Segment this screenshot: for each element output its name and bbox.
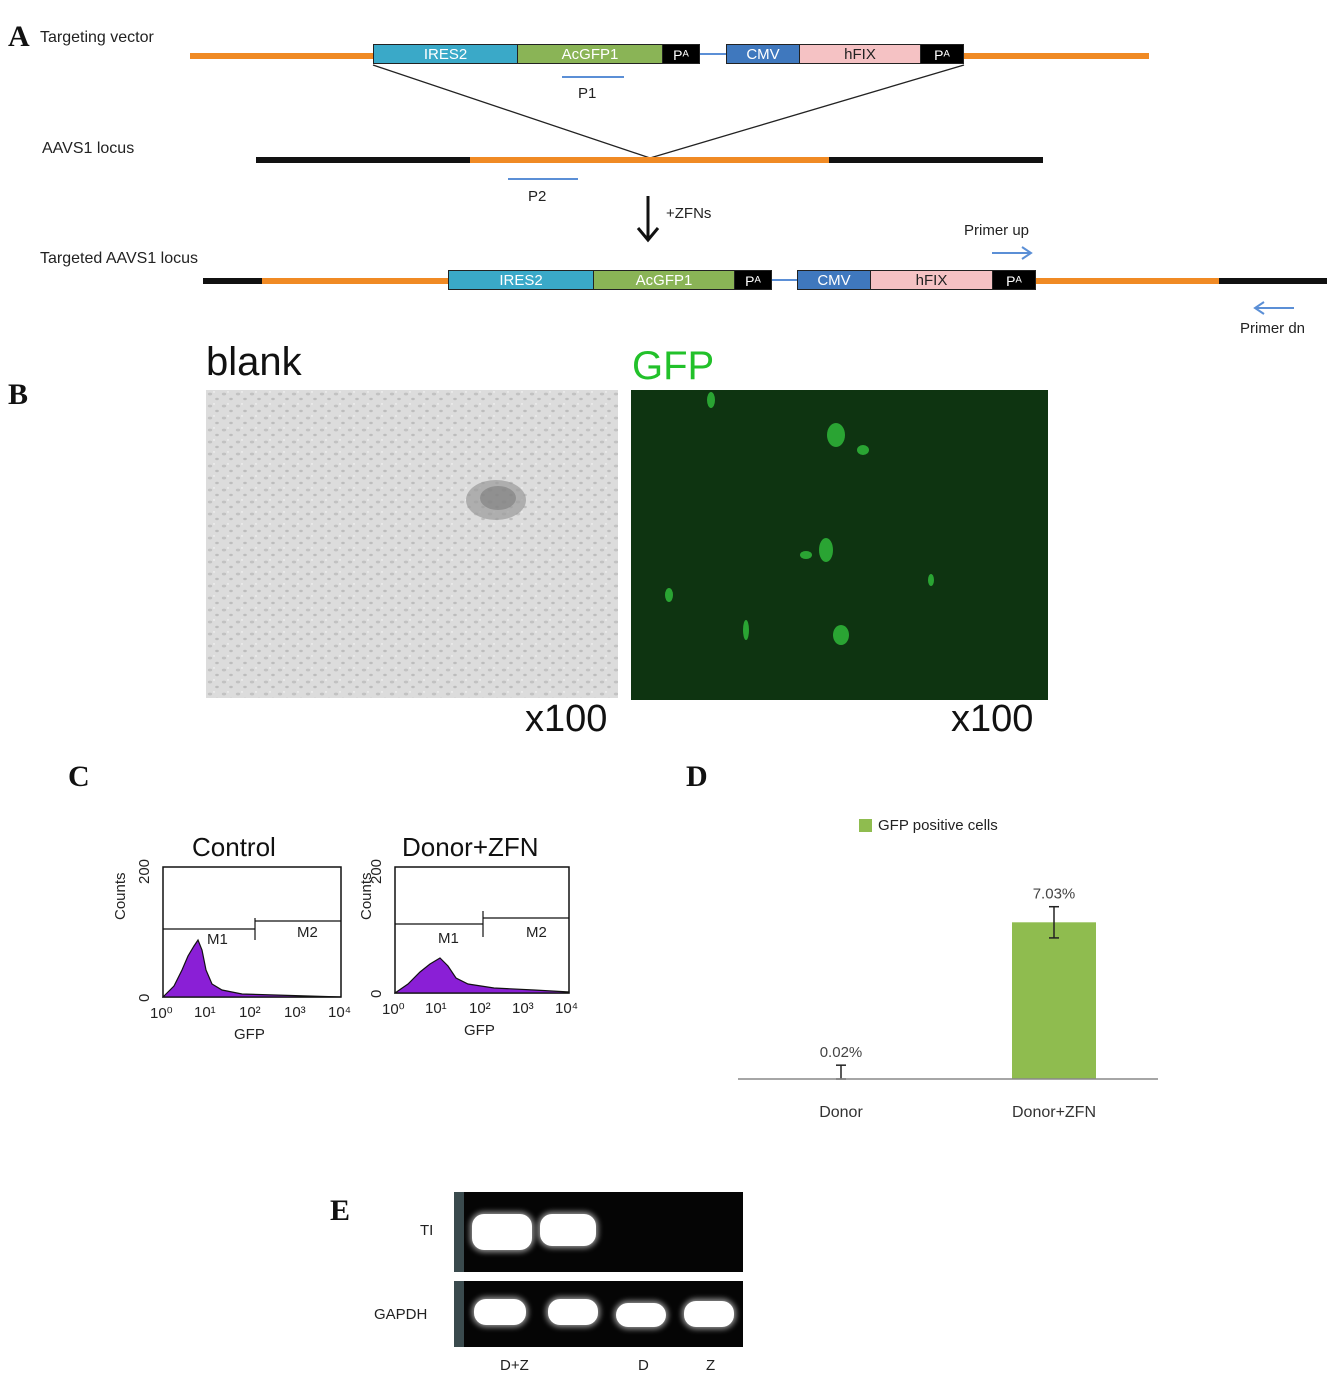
blank-title: blank (206, 340, 302, 385)
control-xtick-4: 10⁴ (328, 1004, 351, 1021)
locus-right-flank (829, 157, 1043, 163)
donor-xtick-0: 10⁰ (382, 1000, 405, 1018)
targeted-hfix-segment: hFIX (870, 270, 993, 290)
control-title: Control (192, 832, 276, 863)
donor-m1-label: M1 (438, 930, 459, 947)
data-label-0: 0.02% (820, 1044, 863, 1061)
legend-swatch (859, 819, 872, 832)
control-m1-label: M1 (207, 931, 228, 948)
gel-gapdh (454, 1281, 743, 1347)
primer-dn-label: Primer dn (1240, 320, 1305, 337)
band-gapdh-4 (684, 1301, 734, 1327)
targeted-pa-segment-2: Pᴬ (992, 270, 1036, 290)
aavs1-locus-label: AAVS1 locus (42, 140, 134, 158)
control-xtick-1: 10¹ (194, 1004, 216, 1021)
control-xtick-3: 10³ (284, 1004, 306, 1021)
lane-label-z: Z (706, 1357, 715, 1374)
brightfield-micrograph (206, 390, 618, 698)
donor-xtick-2: 10² (469, 1000, 491, 1017)
band-gapdh-3 (616, 1303, 666, 1327)
targeted-left-flank (203, 278, 263, 284)
p2-probe (508, 178, 578, 180)
gel-ti (454, 1192, 743, 1272)
gel-ti-edge (454, 1192, 464, 1272)
locus-homology-region (470, 157, 830, 163)
panel-letter-e: E (330, 1194, 350, 1228)
category-label-1: Donor+ZFN (1012, 1104, 1096, 1121)
row-label-gapdh: GAPDH (374, 1306, 427, 1323)
p2-label: P2 (528, 188, 546, 205)
band-ti-2 (540, 1214, 596, 1246)
lane-label-d: D (638, 1357, 649, 1374)
gfp-fluorescence-micrograph (631, 390, 1048, 700)
primer-up-label: Primer up (964, 222, 1029, 239)
gel-gapdh-edge (454, 1281, 464, 1347)
panel-letter-d: D (686, 760, 708, 794)
targeted-linker (772, 279, 798, 281)
lane-label-dz: D+Z (500, 1357, 529, 1374)
targeted-left-arm (262, 278, 448, 284)
targeted-pa-segment-1: Pᴬ (734, 270, 772, 290)
locus-left-flank (256, 157, 471, 163)
control-ytick-200: 200 (136, 859, 153, 884)
donor-m2-label: M2 (526, 924, 547, 941)
data-label-1: 7.03% (1033, 886, 1076, 903)
gfp-positive-bar-chart: 0.02% Donor 7.03% Donor+ZFN (738, 880, 1160, 1130)
zfns-label: +ZFNs (666, 205, 711, 222)
targeted-right-arm (1036, 278, 1220, 284)
panel-letter-b: B (8, 378, 28, 412)
donor-xtick-3: 10³ (512, 1000, 534, 1017)
control-ytick-0: 0 (136, 994, 153, 1002)
row-label-ti: TI (420, 1222, 433, 1239)
targeted-acgfp1-segment: AcGFP1 (593, 270, 735, 290)
control-y-label: Counts (112, 872, 129, 920)
targeted-ires2-segment: IRES2 (448, 270, 594, 290)
panel-letter-c: C (68, 760, 90, 794)
band-ti-1 (472, 1214, 532, 1250)
donor-ytick-200: 200 (368, 859, 385, 884)
control-xtick-0: 10⁰ (150, 1004, 173, 1022)
legend-label: GFP positive cells (878, 817, 998, 834)
donor-ytick-0: 0 (368, 990, 385, 998)
control-xtick-2: 10² (239, 1004, 261, 1021)
magnification-left: x100 (525, 698, 607, 741)
magnification-right: x100 (951, 698, 1033, 741)
targeted-right-flank (1219, 278, 1327, 284)
targeted-cmv-segment: CMV (797, 270, 871, 290)
donor-zfn-title: Donor+ZFN (402, 832, 539, 863)
bar-1 (1012, 922, 1096, 1079)
donor-xtick-4: 10⁴ (555, 1000, 578, 1017)
donor-xtick-1: 10¹ (425, 1000, 447, 1017)
band-gapdh-2 (548, 1299, 598, 1325)
control-x-label: GFP (234, 1026, 265, 1043)
band-gapdh-1 (474, 1299, 526, 1325)
targeted-locus-label: Targeted AAVS1 locus (40, 250, 198, 268)
control-m2-label: M2 (297, 924, 318, 941)
donor-x-label: GFP (464, 1022, 495, 1039)
category-label-0: Donor (819, 1104, 863, 1121)
gfp-title: GFP (632, 344, 714, 389)
